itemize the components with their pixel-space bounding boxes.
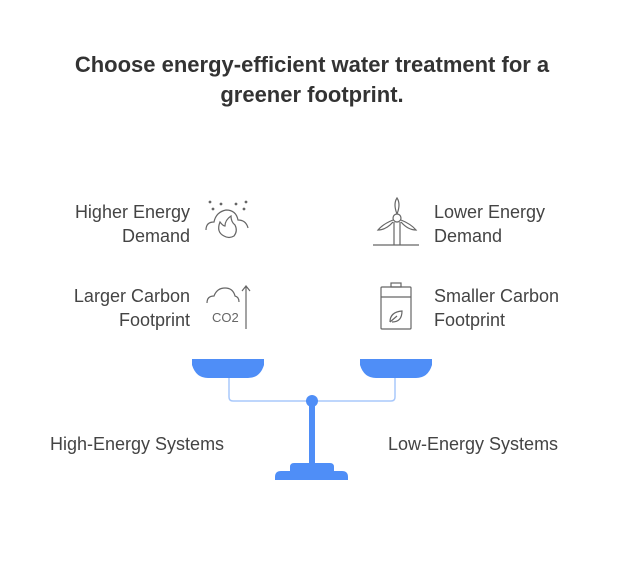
left-pan [192,359,264,378]
title: Choose energy-efficient water treatment … [0,50,624,110]
fire-cloud-icon [205,200,249,239]
high-energy-systems-label: High-Energy Systems [50,434,225,454]
battery-leaf-icon [380,282,412,330]
wind-turbine-icon [373,196,419,246]
right-pan [360,359,432,378]
title-line-2: greener footprint. [220,82,404,107]
pivot [306,395,318,407]
title-line-1: Choose energy-efficient water treatment … [74,52,550,77]
svg-text:CO2: CO2 [212,310,239,325]
balance-scale [192,359,432,480]
base [275,463,348,480]
post [309,401,315,465]
co2-icon: CO2 [206,285,251,329]
low-energy-systems-label: Low-Energy Systems [388,434,559,454]
